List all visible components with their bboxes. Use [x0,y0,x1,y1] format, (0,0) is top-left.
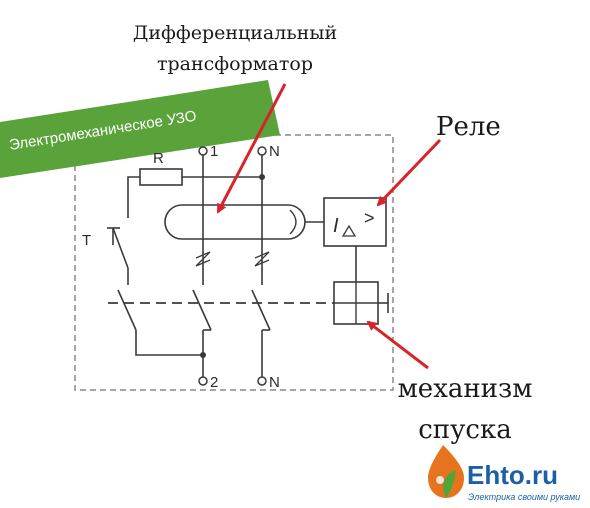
relay-annotation: Реле [436,112,501,142]
terminal-top-phase: 1 [198,143,218,160]
terminal-bottom-phase: 2 [198,374,218,391]
arrow-to-relay [376,138,442,207]
trip-annotation-line1: механизм [398,374,533,404]
device-enclosure [74,134,394,391]
logo-text: Ehto.ru [467,460,558,490]
arrow-to-transformer [216,83,287,214]
resistor: R [139,150,183,186]
resistor-label: R [153,150,164,167]
differential-transformer [164,204,306,267]
junction-dot [200,352,206,358]
trip-annotation-line2: спуска [418,415,512,445]
logo-tagline: Электрика своими руками [468,492,580,502]
drop-icon [428,445,464,498]
arrow-to-trip-mechanism [366,320,429,370]
site-logo: Ehto.ru Электрика своими руками [428,445,580,502]
relay-current-symbol: I [333,215,339,237]
terminal-top-phase-label: 1 [210,143,218,160]
relay-threshold-symbol: > [364,208,375,228]
transformer-annotation-line2: трансформатор [157,53,313,75]
terminal-bottom-phase-label: 2 [210,374,218,391]
junction-dot [259,174,265,180]
terminal-top-neutral-label: N [269,143,280,160]
terminal-bottom-neutral: N [257,374,280,391]
leaf-icon [443,470,456,498]
annotation-arrows [216,83,442,370]
transformer-annotation-line1: Дифференциальный [133,22,337,44]
trip-mechanism-box [333,281,389,325]
test-button-label: T [82,232,91,249]
terminal-bottom-neutral-label: N [269,374,280,391]
relay-box: I > [323,197,387,247]
banner: Электромеханическое УЗО [0,80,280,178]
